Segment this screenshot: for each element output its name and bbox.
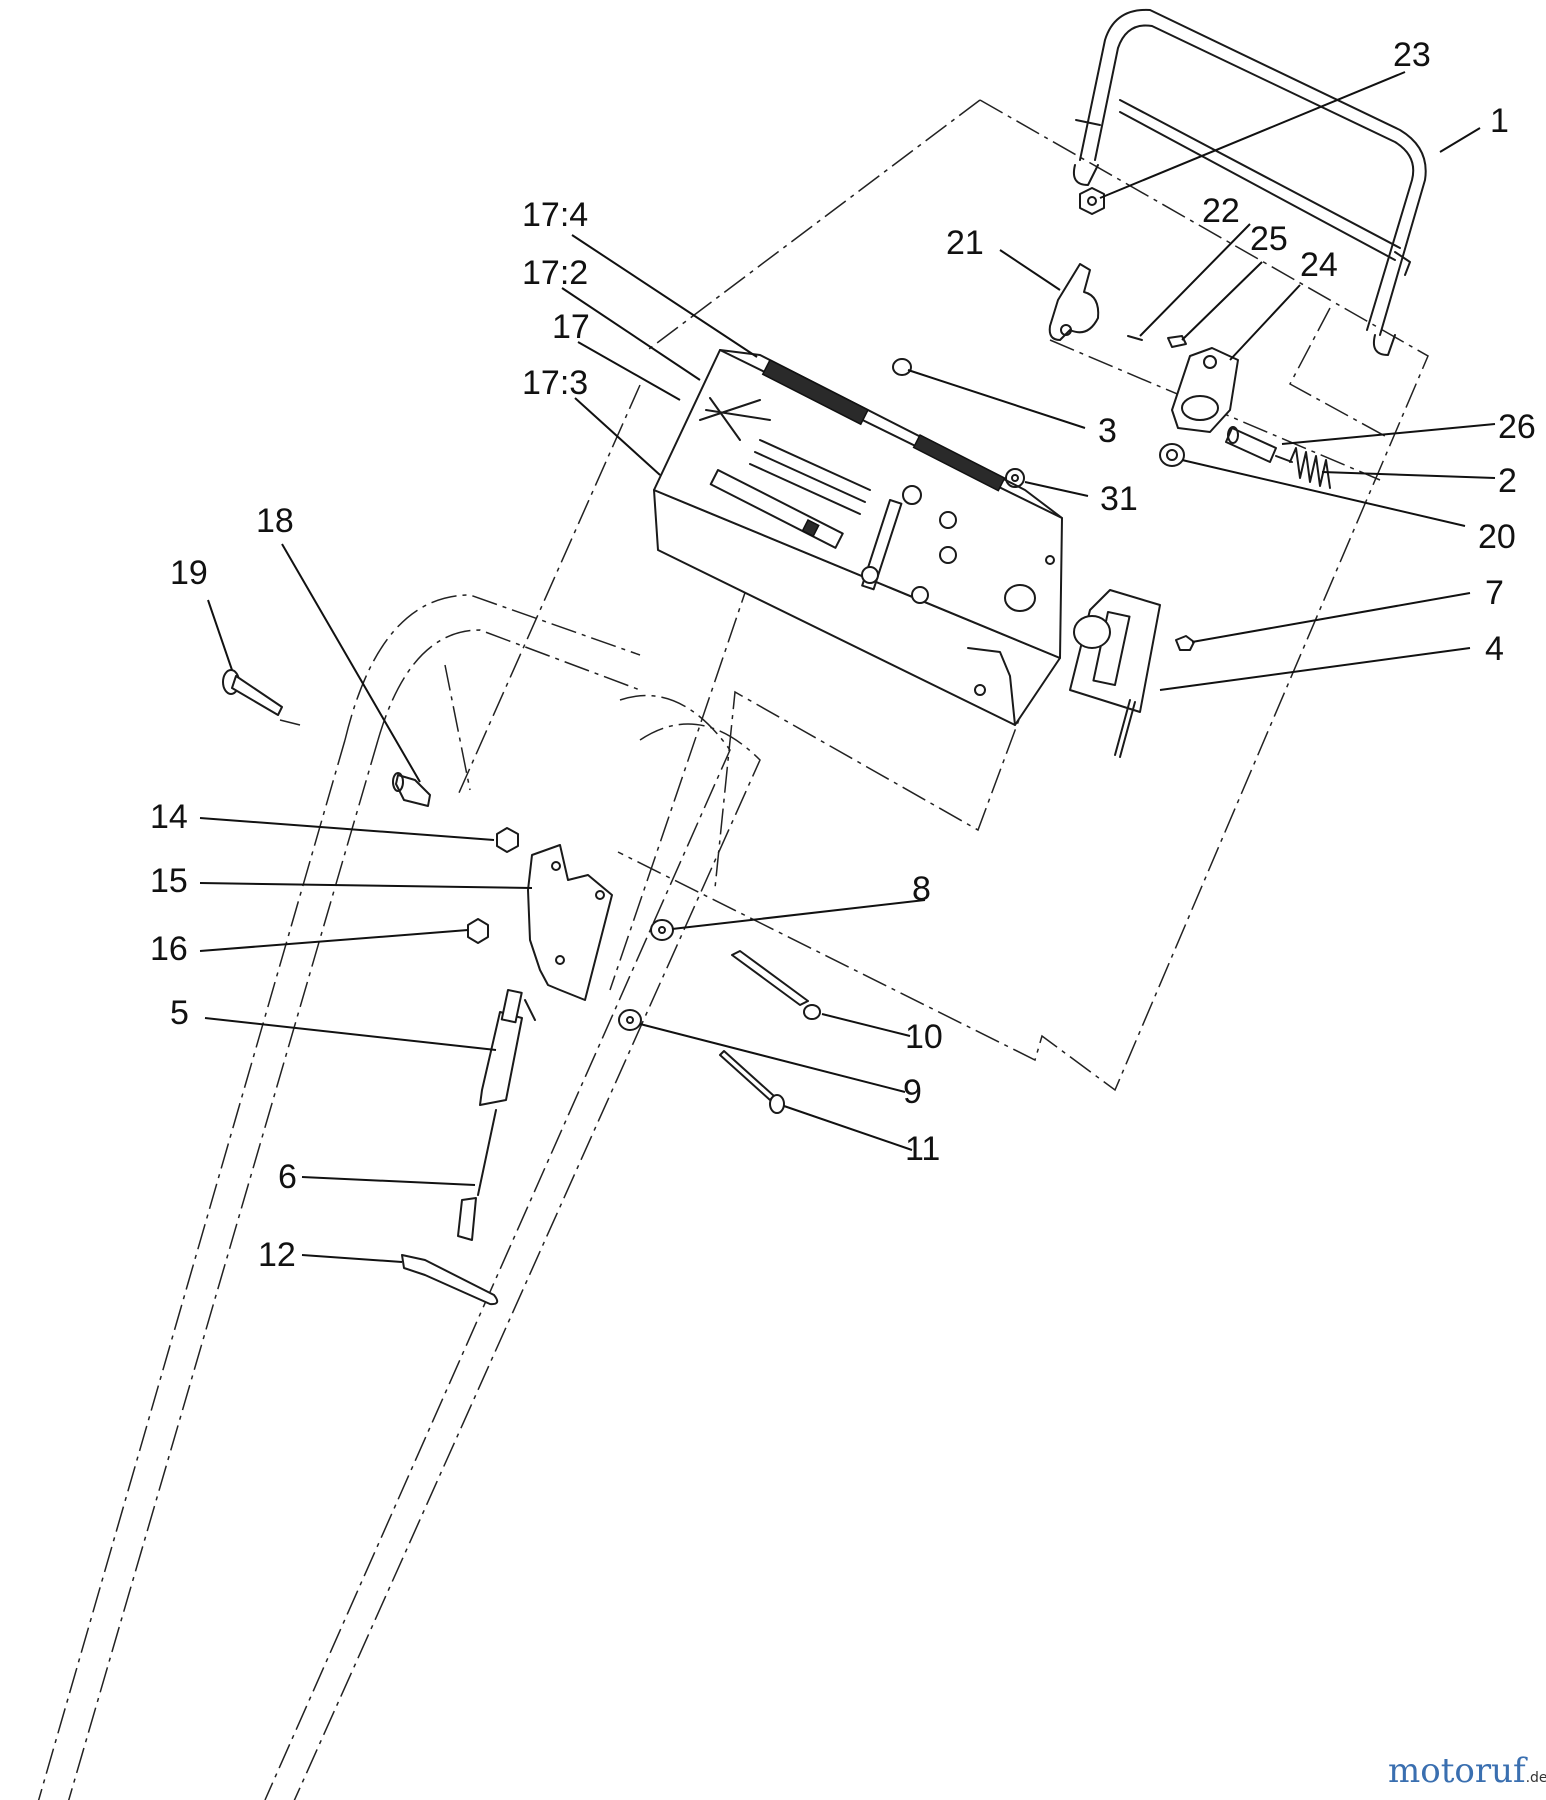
pin-22: [1127, 335, 1143, 341]
screw-25: [1167, 335, 1187, 348]
cable-6: [457, 1109, 497, 1241]
callout-17-3: 17:3: [522, 364, 588, 402]
callout-12: 12: [258, 1236, 296, 1274]
callout-25: 25: [1250, 220, 1288, 258]
callout-18: 18: [256, 502, 294, 540]
watermark-tld: .de: [1526, 1770, 1546, 1786]
callout-14: 14: [150, 798, 188, 836]
spring-2: [1275, 447, 1331, 489]
control-panel-17: [653, 349, 1063, 726]
callout-19: 19: [170, 554, 208, 592]
nut-23: [1079, 187, 1105, 215]
callout-5: 5: [170, 994, 189, 1032]
callout-7: 7: [1485, 574, 1504, 612]
svg-text:motoruf.de: motoruf.de: [1388, 1751, 1546, 1791]
callout-31: 31: [1100, 480, 1138, 518]
cable-bracket-15: [527, 844, 613, 1001]
callout-3: 3: [1098, 412, 1117, 450]
callout-17: 17: [552, 308, 590, 346]
sleeve-26: [1225, 426, 1277, 463]
bolt-10: [731, 950, 821, 1020]
callout-20: 20: [1478, 518, 1516, 556]
callout-16: 16: [150, 930, 188, 968]
bolt-11: [719, 1050, 785, 1114]
cable-housing-5: [479, 989, 536, 1106]
callout-24: 24: [1300, 246, 1338, 284]
callout-26: 26: [1498, 408, 1536, 446]
watermark-logo: motoruf.de: [1388, 1751, 1546, 1791]
washer-9: [618, 1009, 642, 1031]
cable-tie-12: [401, 1254, 499, 1306]
washer-20: [1159, 443, 1185, 467]
callout-11: 11: [905, 1130, 940, 1168]
callout-15: 15: [150, 862, 188, 900]
watermark-brand: motoruf: [1388, 1751, 1528, 1791]
screw-7: [1175, 635, 1195, 651]
callout-10: 10: [905, 1018, 943, 1056]
bolt-19: [222, 669, 283, 716]
switch-bracket-4: [1069, 589, 1161, 758]
callout-4: 4: [1485, 630, 1504, 668]
plug-3: [892, 358, 912, 376]
bracket-24: [1171, 347, 1239, 433]
callout-17-4: 17:4: [522, 196, 588, 234]
callout-9: 9: [903, 1073, 922, 1111]
washer-8: [650, 919, 674, 941]
callout-1: 1: [1490, 102, 1509, 140]
leader-lines: [199, 71, 1496, 1263]
callout-23: 23: [1393, 36, 1431, 74]
callout-21: 21: [946, 224, 984, 262]
callout-6: 6: [278, 1158, 297, 1196]
latch-21: [1048, 263, 1100, 341]
knob-18: [392, 772, 431, 807]
callout-2: 2: [1498, 462, 1517, 500]
callout-22: 22: [1202, 192, 1240, 230]
callout-8: 8: [912, 870, 931, 908]
nut-14: [496, 827, 519, 853]
upper-handle-bail: [1072, 8, 1427, 356]
callout-labels: 23 1 22 25 24 21 17:4 17:2 17 17:3 3 26 …: [150, 36, 1536, 1274]
nut-16: [467, 918, 489, 944]
callout-17-2: 17:2: [522, 254, 588, 292]
